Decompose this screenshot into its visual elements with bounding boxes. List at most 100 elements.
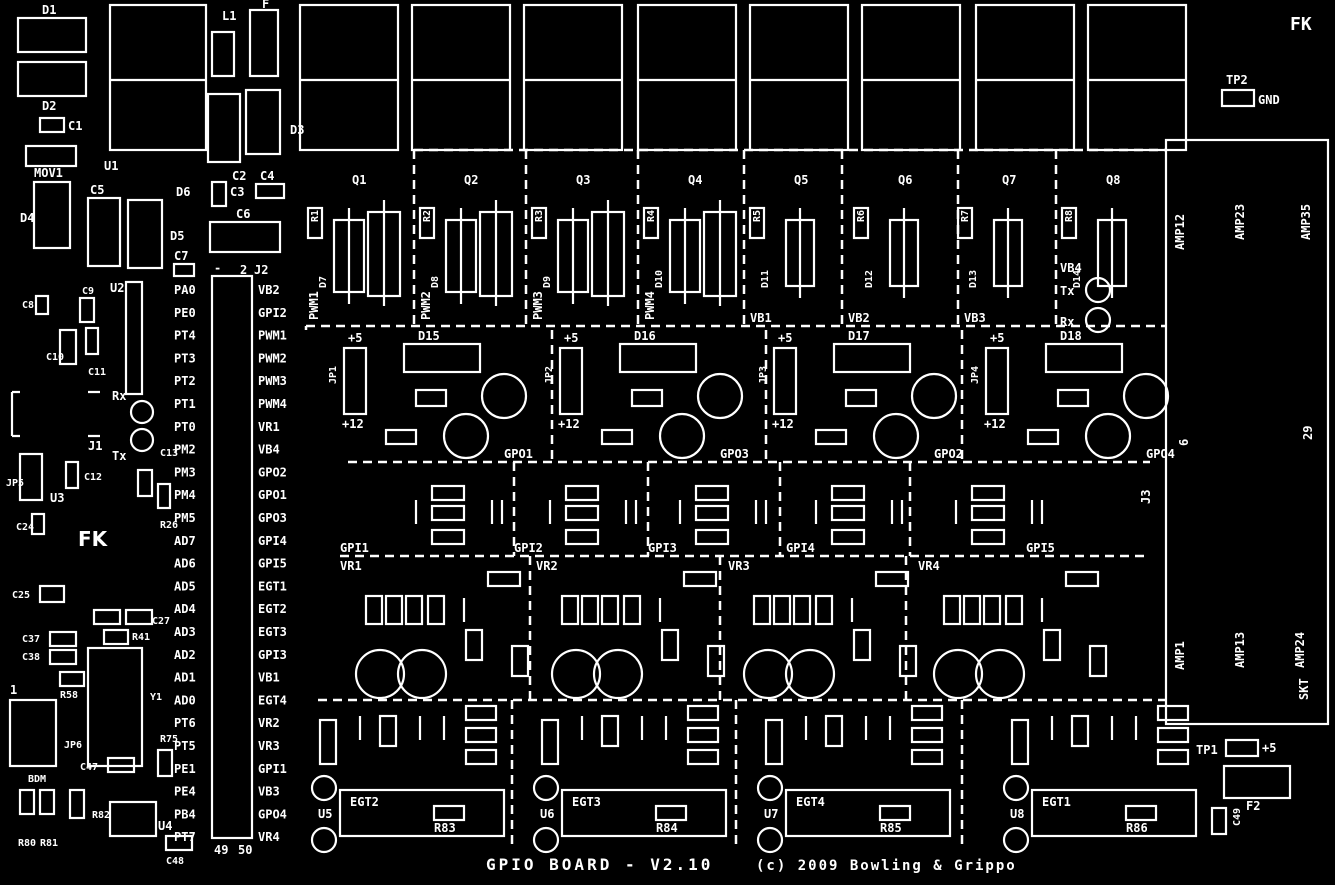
u-label: U8 — [1010, 807, 1024, 821]
svg-text:SKT: SKT — [1297, 678, 1311, 700]
upper-driver-section: Q1R1D7Q2R2D8Q3R3D9Q4R4D10Q5R5D11Q6R6D12Q… — [306, 173, 1128, 306]
j2-pin-label: PWM4 — [258, 397, 287, 411]
amp-label: AMP13 — [1233, 632, 1247, 668]
right-test-points: TP2 GND TP1 +5 F2 C49 — [1196, 73, 1292, 836]
svg-text:1: 1 — [10, 683, 17, 697]
j2-pin-label: EGT4 — [258, 693, 287, 707]
svg-text:2: 2 — [240, 263, 247, 277]
svg-text:C4: C4 — [260, 169, 274, 183]
svg-text:+5: +5 — [1262, 741, 1276, 755]
svg-text:D5: D5 — [170, 229, 184, 243]
gpo-label: GPO4 — [1146, 447, 1175, 461]
q-label: Q3 — [576, 173, 590, 187]
j2-pin-label: PE0 — [174, 306, 196, 320]
j2-pin-label: AD7 — [174, 534, 196, 548]
svg-text:49: 49 — [214, 843, 228, 857]
svg-text:JP5: JP5 — [6, 478, 24, 489]
egt-r-label: R86 — [1126, 821, 1148, 835]
svg-text:D3: D3 — [290, 123, 304, 137]
d-label: D12 — [864, 270, 875, 288]
svg-text:C27: C27 — [152, 616, 170, 627]
d-label: D9 — [542, 276, 553, 288]
pwm-label: PWM2 — [419, 291, 433, 320]
plus5-label: +5 — [348, 331, 362, 345]
svg-text:C2: C2 — [232, 169, 246, 183]
d-label: D15 — [418, 329, 440, 343]
u-label: U6 — [540, 807, 554, 821]
j2-pin-label: PT7 — [174, 830, 196, 844]
pwm-label: PWM1 — [307, 291, 321, 320]
vb-label: VB2 — [848, 311, 870, 325]
j2-pin-label: VR4 — [258, 830, 280, 844]
j2-pin-label: PB4 — [174, 807, 196, 821]
svg-text:J2: J2 — [254, 263, 268, 277]
gpo-label: GPO3 — [720, 447, 749, 461]
q-label: Q8 — [1106, 173, 1120, 187]
svg-text:U4: U4 — [158, 819, 172, 833]
svg-text:C8: C8 — [22, 300, 34, 311]
svg-text:C11: C11 — [88, 367, 106, 378]
j2-left-pin-labels: PA0PE0PT4PT3PT2PT1PT0PM2PM3PM4PM5AD7AD6A… — [174, 283, 196, 844]
svg-text:Tx: Tx — [112, 449, 126, 463]
svg-text:D1: D1 — [42, 3, 56, 17]
svg-text:J1: J1 — [88, 439, 102, 453]
plus12-label: +12 — [984, 417, 1006, 431]
svg-text:L1: L1 — [222, 9, 236, 23]
j2-pin-label: PT6 — [174, 716, 196, 730]
u-label: U7 — [764, 807, 778, 821]
plus5-label: +5 — [778, 331, 792, 345]
svg-text:R80: R80 — [18, 838, 36, 849]
power-section: D1 D2 C1 MOV1 D4 U1 C5 D6 D5 L1 F C2 D3 … — [16, 0, 304, 278]
r-label: R8 — [1064, 210, 1075, 222]
svg-text:F: F — [262, 0, 269, 11]
j2-pin-label: AD6 — [174, 557, 196, 571]
plus12-label: +12 — [772, 417, 794, 431]
svg-text:R81: R81 — [40, 838, 58, 849]
svg-text:U2: U2 — [110, 281, 124, 295]
j2-pin-label: GPO3 — [258, 511, 287, 525]
vb4-serial: VB4 Tx Rx — [1060, 261, 1112, 334]
j2-connector: - 2 J2 49 50 PA0PE0PT4PT3PT2PT1PT0PM2PM3… — [174, 261, 287, 857]
svg-text:C48: C48 — [166, 856, 184, 867]
svg-text:C12: C12 — [84, 472, 102, 483]
j2-pin-label: AD2 — [174, 648, 196, 662]
svg-text:6: 6 — [1177, 439, 1191, 446]
r-label: R4 — [646, 210, 657, 222]
svg-text:D4: D4 — [20, 211, 34, 225]
svg-text:Tx: Tx — [1060, 284, 1074, 298]
mid-driver-section: +5JP1+12D15GPO1+5JP2+12D16GPO3+5JP3+12D1… — [328, 329, 1175, 461]
svg-text:Y1: Y1 — [150, 692, 162, 703]
plus12-label: +12 — [558, 417, 580, 431]
svg-text:R41: R41 — [132, 632, 150, 643]
amp-label: AMP23 — [1233, 204, 1247, 240]
svg-text:C3: C3 — [230, 185, 244, 199]
r-label: R7 — [960, 210, 971, 222]
plus12-label: +12 — [342, 417, 364, 431]
j2-pin-label: VR3 — [258, 739, 280, 753]
j2-pin-label: PM2 — [174, 443, 196, 457]
j2-pin-label: PT0 — [174, 420, 196, 434]
j2-pin-label: PE4 — [174, 785, 196, 799]
j2-pin-label: EGT2 — [258, 602, 287, 616]
svg-text:D6: D6 — [176, 185, 190, 199]
amp-label: AMP1 — [1173, 641, 1187, 670]
corner-mark: FK — [1290, 14, 1312, 35]
vr-label: VR1 — [340, 559, 362, 573]
svg-text:C37: C37 — [22, 634, 40, 645]
d-label: D16 — [634, 329, 656, 343]
pwm-label: PWM4 — [643, 291, 657, 320]
svg-text:VB4: VB4 — [1060, 261, 1082, 275]
gpi-label: GPI1 — [340, 541, 369, 555]
q-label: Q5 — [794, 173, 808, 187]
j2-pin-label: VB4 — [258, 443, 280, 457]
svg-text:U1: U1 — [104, 159, 118, 173]
jp-label: JP4 — [970, 366, 981, 384]
svg-text:R75: R75 — [160, 734, 178, 745]
j2-pin-label: PM3 — [174, 465, 196, 479]
egt-label: EGT3 — [572, 795, 601, 809]
j2-pin-label: PWM2 — [258, 351, 287, 365]
